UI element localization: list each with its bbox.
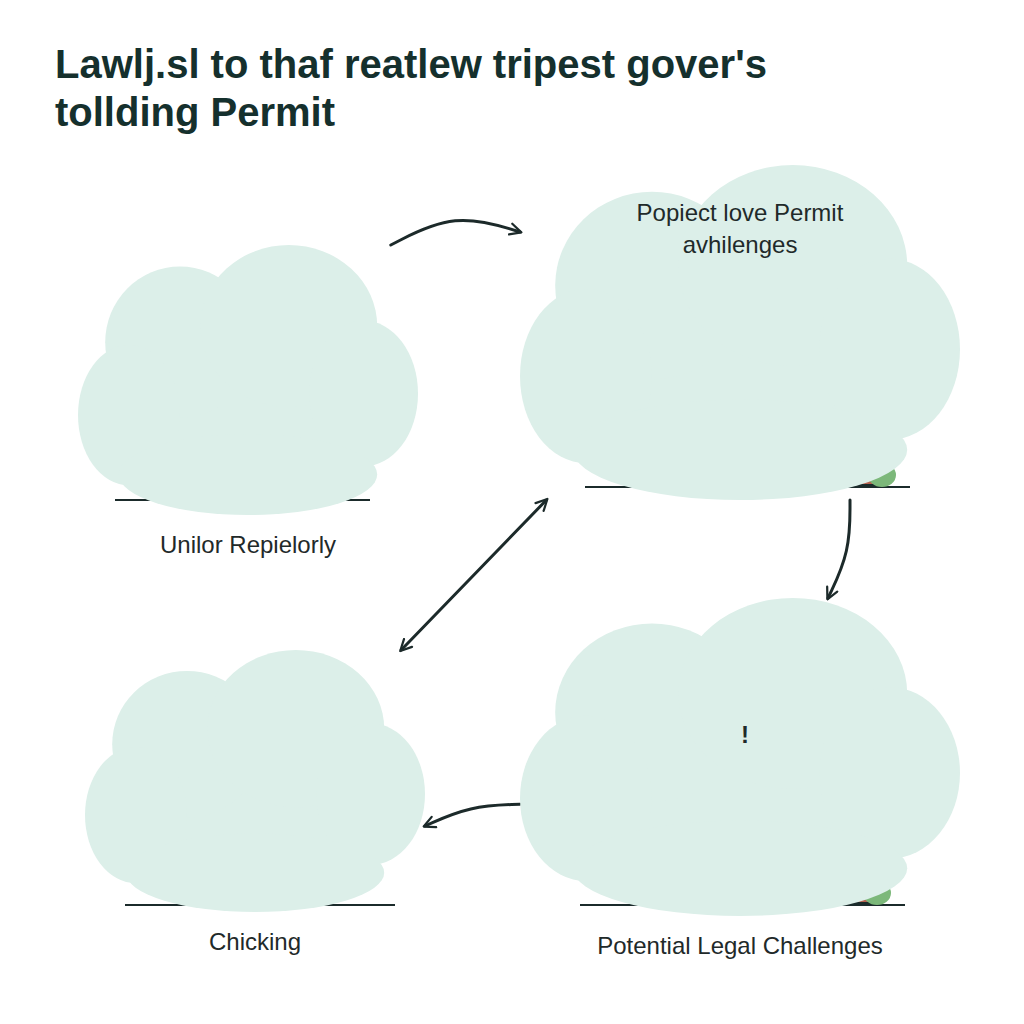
house-scene <box>585 300 910 487</box>
cloud-shape <box>520 598 960 916</box>
flow-arrow <box>425 804 520 826</box>
cloud-shape <box>78 245 418 515</box>
people-illustration <box>115 282 370 500</box>
cloud-node: Potential Legal Challenges <box>520 598 960 973</box>
flow-arrow <box>391 220 520 245</box>
flow-arrow <box>401 500 546 650</box>
cloud-node: Chicking <box>85 650 425 970</box>
cloud-node: Unilor Repielorly <box>78 245 418 569</box>
node-label: Potential Legal Challenges <box>530 930 950 962</box>
diagram-title: Lawlj.sl to thaf reatlew tripest gover's… <box>55 40 795 136</box>
worker-figure <box>717 719 854 903</box>
warning-mark: ! <box>741 721 749 749</box>
node-label: Chicking <box>95 926 415 958</box>
flow-arrow <box>828 500 850 598</box>
cloud-shape <box>85 650 425 912</box>
node-label: Unilor Repielorly <box>88 529 408 561</box>
house-scene <box>580 718 905 905</box>
cloud-node: Popiect love Permit avhilenges <box>520 165 960 500</box>
warning-badge <box>729 719 761 751</box>
node-label: Popiect love Permit avhilenges <box>625 197 855 262</box>
handshake-illustration <box>125 702 395 905</box>
